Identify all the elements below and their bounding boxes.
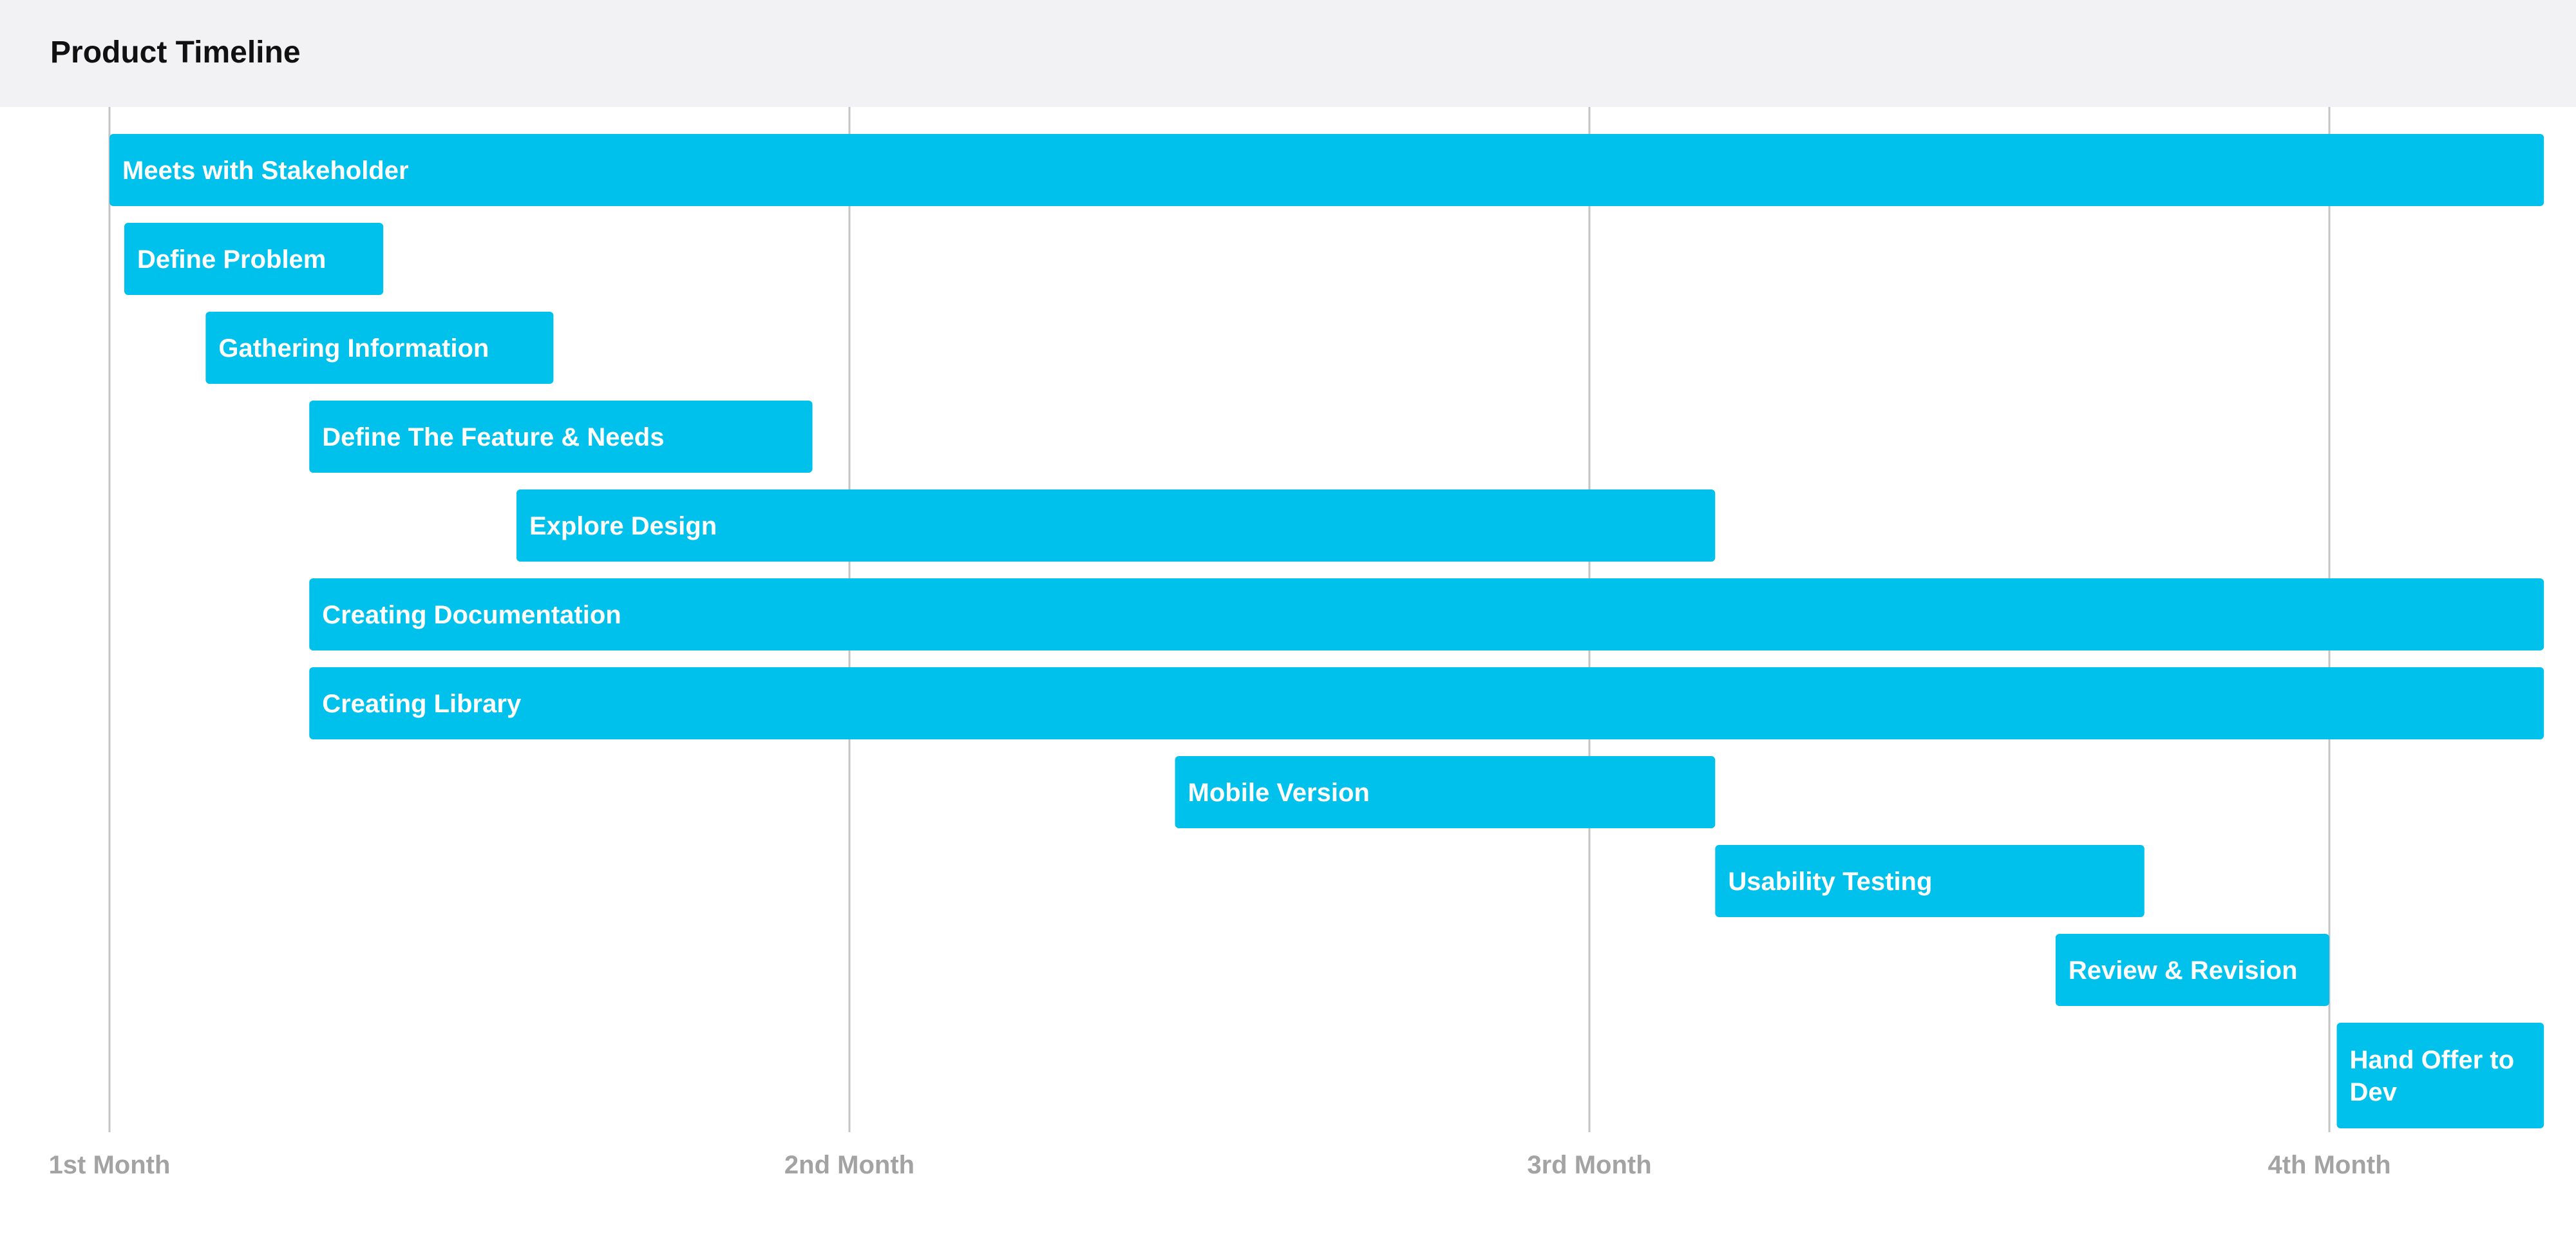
task-bar [516, 489, 1716, 562]
task-bar-label: Meets with Stakeholder [122, 156, 409, 185]
task-bar-group: Creating Documentation [309, 578, 2544, 650]
task-bar-group: Meets with Stakeholder [109, 134, 2544, 206]
task-bar [309, 578, 2544, 650]
task-bar-group: Define The Feature & Needs [309, 401, 813, 473]
x-tick-label: 3rd Month [1527, 1151, 1651, 1179]
task-bar-label: Usability Testing [1728, 868, 1932, 896]
header-bar: Product Timeline [0, 0, 2576, 107]
task-bar-label: Mobile Version [1188, 779, 1370, 807]
task-bar-group: Gathering Information [205, 312, 554, 384]
task-bar-group: Usability Testing [1715, 845, 2145, 917]
task-bar [2336, 1023, 2544, 1128]
task-bar-group: Review & Revision [2055, 934, 2329, 1006]
task-bar-label: Review & Revision [2069, 956, 2298, 985]
task-bar [2055, 934, 2329, 1006]
x-axis-ticks: 1st Month 2nd Month 3rd Month 4th Month [49, 1151, 2391, 1179]
task-bar [124, 223, 384, 295]
task-bar [1715, 845, 2145, 917]
task-bar-label: Define Problem [137, 245, 326, 274]
x-tick-label: 1st Month [49, 1151, 171, 1179]
task-bar-label: Creating Library [322, 690, 522, 718]
x-tick-label: 4th Month [2268, 1151, 2391, 1179]
task-bar [309, 401, 813, 473]
task-bar-label: Define The Feature & Needs [322, 423, 664, 451]
task-bar [109, 134, 2544, 206]
page-title: Product Timeline [50, 35, 301, 70]
task-bar [1175, 756, 1716, 828]
task-bar-group: Creating Library [309, 667, 2544, 739]
task-bar-label: Gathering Information [218, 334, 489, 363]
x-tick-label: 2nd Month [784, 1151, 914, 1179]
task-bar [205, 312, 554, 384]
task-bar-label: Creating Documentation [322, 601, 621, 629]
task-bar-group: Mobile Version [1175, 756, 1716, 828]
task-bar-group: Define Problem [124, 223, 384, 295]
task-bar [309, 667, 2544, 739]
task-bar-group: Explore Design [516, 489, 1716, 562]
task-bar-label: Explore Design [529, 512, 717, 540]
